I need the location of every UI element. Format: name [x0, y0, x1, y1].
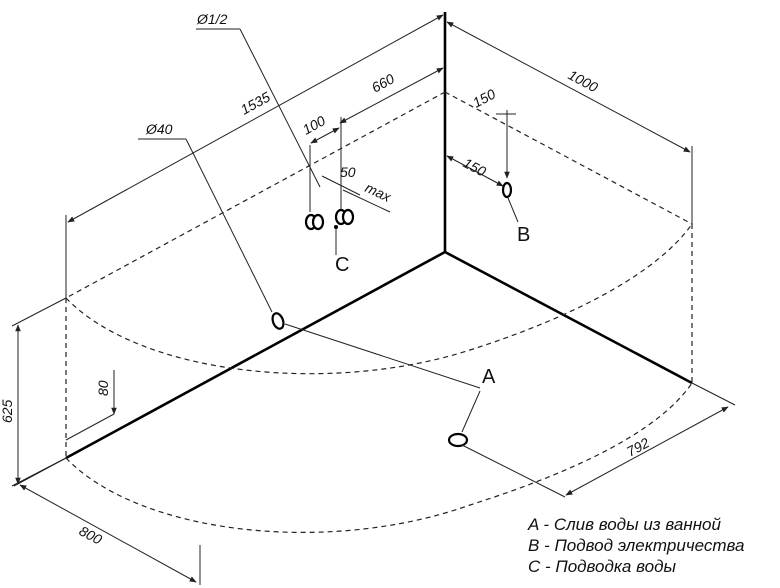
- dimension-100-line: [310, 127, 340, 144]
- legend-item-b: B - Подвод электричества: [528, 536, 745, 555]
- point-a-label: A: [482, 366, 496, 388]
- tub-outline: [65, 91, 693, 534]
- dimension-1000-line: [446, 21, 691, 153]
- dimension-660-line: [339, 67, 444, 124]
- floor-edge-short: [444, 250, 693, 385]
- dimension-80-label: 80: [95, 380, 111, 396]
- dimension-100-label: 100: [300, 112, 328, 137]
- overflow-port-icon: [271, 312, 285, 330]
- legend-item-a: A - Слив воды из ванной: [527, 515, 722, 534]
- dimension-800-label: 800: [77, 523, 105, 548]
- dimension-625-label: 625: [0, 399, 15, 423]
- dimension-1000-label: 1000: [566, 67, 601, 96]
- dimension-660-label: 660: [369, 70, 397, 95]
- dimension-150-side-line: [446, 155, 504, 187]
- dimension-50-label: 50: [340, 164, 356, 180]
- pipe-water-diameter-label: Ø1/2: [196, 11, 228, 27]
- point-b-label: B: [517, 224, 530, 246]
- dimension-792-line: [565, 406, 729, 496]
- dimension-150-top-label: 150: [470, 85, 498, 110]
- dimension-1535-line: [67, 14, 444, 223]
- dimension-800-line: [19, 484, 197, 583]
- floor-edge-long: [65, 250, 446, 460]
- point-c-label: C: [335, 254, 349, 276]
- dimension-1535-label: 1535: [238, 89, 273, 118]
- pipe-drain-diameter-label: Ø40: [145, 121, 173, 137]
- legend: A - Слив воды из ванной B - Подвод элект…: [527, 515, 745, 576]
- legend-item-c: C - Подводка воды: [528, 557, 676, 576]
- port-a-drain-icon: [447, 432, 469, 448]
- port-b-electric-icon: [501, 181, 513, 199]
- port-c-water-icon: [304, 208, 355, 231]
